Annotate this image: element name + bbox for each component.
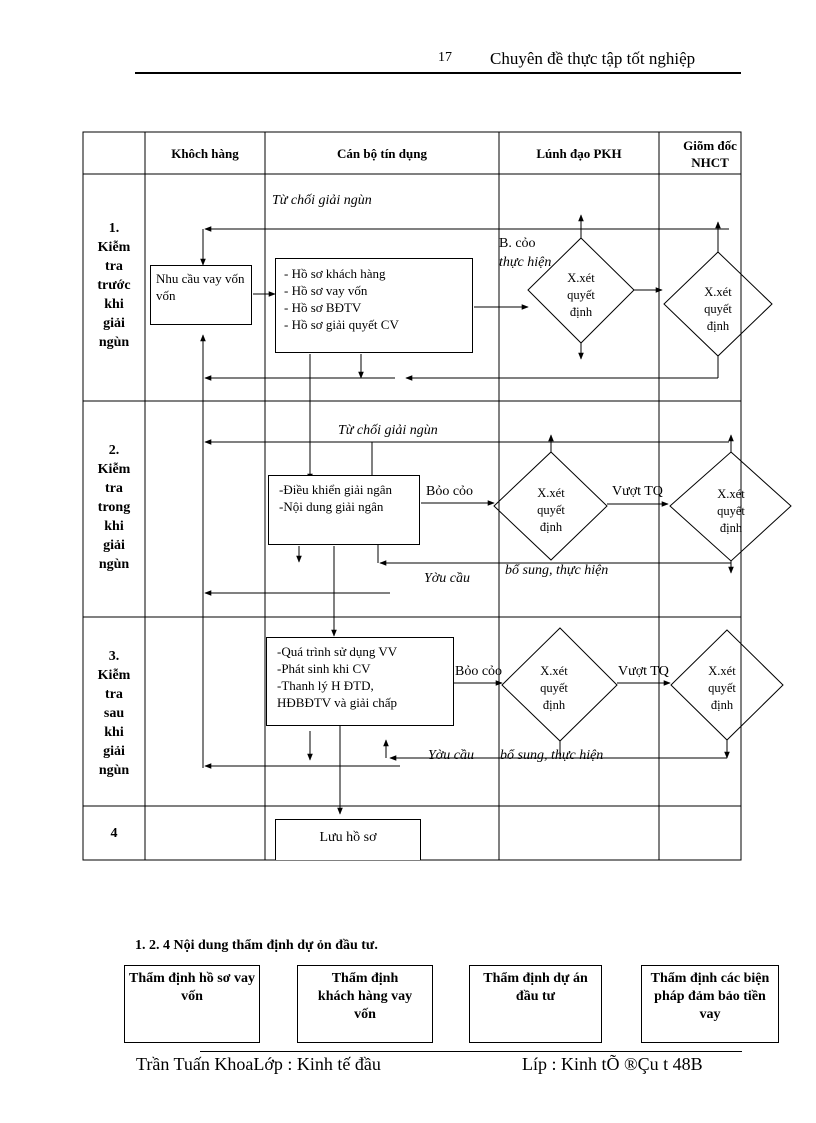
column-header-pkh-leadership: Lúnh đạo PKH <box>536 146 622 161</box>
report-label-row1: B. cỏo <box>499 236 536 251</box>
report-label-row3: Bỏo cỏo <box>455 664 503 679</box>
column-header-credit-officer: Cán bộ tín dụng <box>337 146 427 161</box>
footer-rule <box>200 1051 742 1052</box>
supplement-label-row2: bổ sung, thực hiện <box>505 563 609 578</box>
disbursement-control-box: -Điều khiển giải ngân -Nội dung giải ngâ… <box>268 475 420 545</box>
header-rule <box>135 72 741 74</box>
report-label-row2: Bỏo cỏo <box>426 484 474 499</box>
decision-diamond-pkh-2 <box>493 451 608 561</box>
appraisal-box-collateral: Thẩm định các biện pháp đảm bảo tiền vay <box>641 965 779 1043</box>
page-number: 17 <box>438 50 452 65</box>
post-disbursement-box: -Quá trình sử dụng VV -Phát sinh khi CV … <box>266 637 454 726</box>
appraisal-box-loan-documents: Thẩm định hồ sơ vay vốn <box>124 965 260 1043</box>
document-title: Chuyên đề thực tập tốt nghiệp <box>490 49 696 68</box>
footer-class: Líp : Kinh tÕ ®Çu t­ 48B <box>522 1054 703 1074</box>
appraisal-box-investment-project: Thẩm định dự án đầu tư <box>469 965 602 1043</box>
supplement-label-row3: bổ sung, thực hiện <box>500 748 604 763</box>
exceed-label-row2: Vượt TQ <box>612 484 663 499</box>
column-header-customer: Khôch hàng <box>171 146 239 161</box>
footer-author: Trần Tuấn KhoaLớp : Kinh tế đầu <box>136 1054 381 1074</box>
request-label-row2: Yờu cầu <box>424 571 470 586</box>
exceed-label-row3: Vượt TQ <box>618 664 669 679</box>
appraisal-box-customer: Thẩm định khách hàng vay vốn <box>297 965 433 1043</box>
request-label-row3: Yờu cầu <box>428 748 474 763</box>
officer-documents-box: - Hồ sơ khách hàng - Hồ sơ vay vốn - Hồ … <box>275 258 473 353</box>
reject-label-row2: Từ chối giải ngùn <box>338 423 438 438</box>
section-heading: 1. 2. 4 Nội dung thẩm định dự ỏn đầu tư. <box>135 938 378 953</box>
customer-loan-need-box: Nhu cầu vay vốn vốn <box>150 265 252 325</box>
reject-label-row1: Từ chối giải ngùn <box>272 193 372 208</box>
implement-label-row1: thực hiện <box>499 255 552 270</box>
row-label-archive: 4 <box>110 826 118 841</box>
column-header-director: Giõm đốc NHCT <box>683 138 737 170</box>
archive-records-box: Lưu hồ sơ <box>275 819 421 860</box>
table-frame <box>82 131 742 861</box>
